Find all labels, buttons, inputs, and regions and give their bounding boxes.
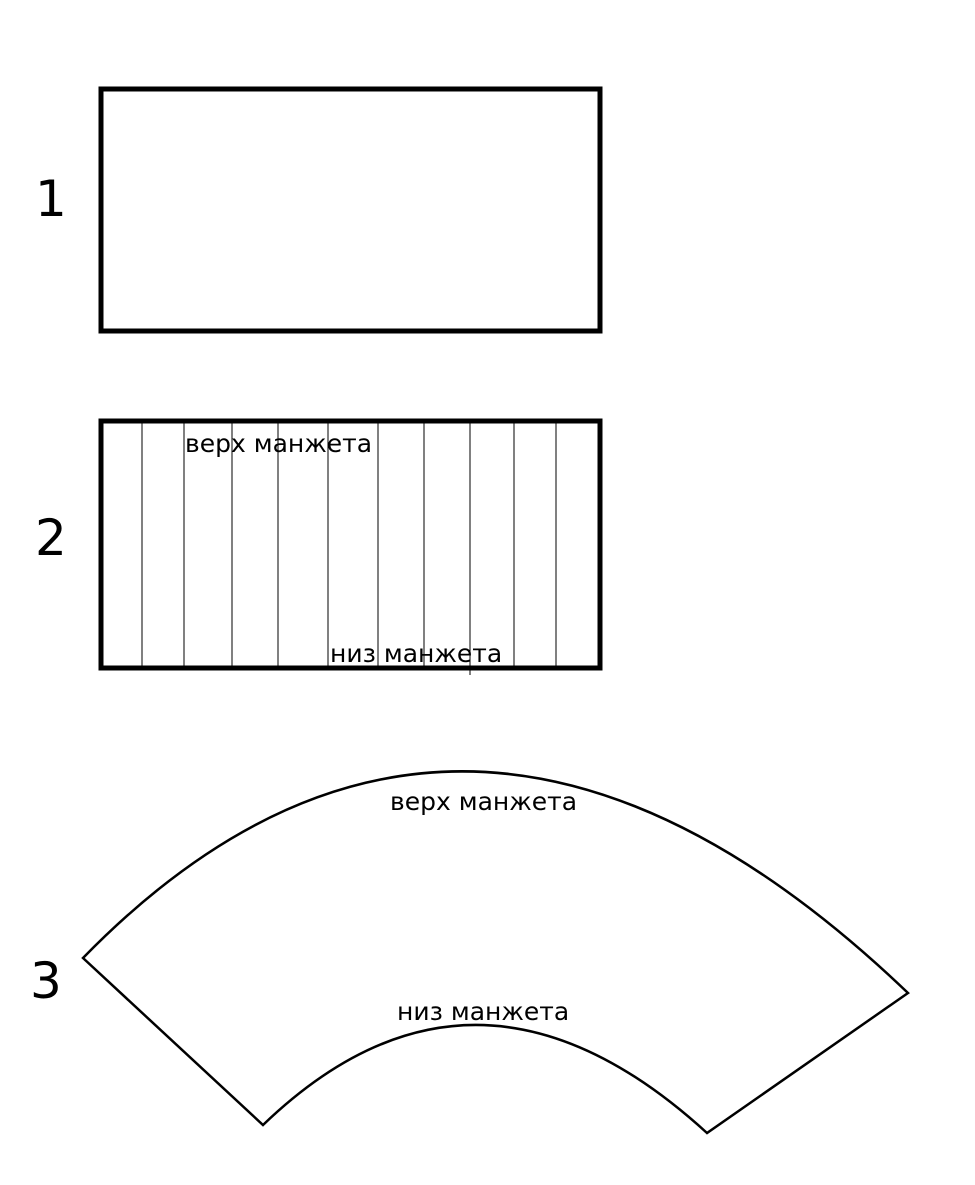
figure-2-rectangle xyxy=(98,418,603,671)
figure-2-number: 2 xyxy=(35,509,67,567)
figure-2-bottom-label: низ манжета xyxy=(330,639,502,668)
figure-3-bottom-label: низ манжета xyxy=(397,997,569,1026)
figure-2-top-label: верх манжета xyxy=(185,429,372,458)
figure-2-slash-lines xyxy=(141,423,557,675)
figure-1-number: 1 xyxy=(35,170,67,228)
figure-3-flared-cuff-shape xyxy=(81,770,910,1135)
figure-3-top-label: верх манжета xyxy=(390,787,577,816)
figure-3-number: 3 xyxy=(30,952,62,1010)
figure-1-rectangle xyxy=(98,86,603,334)
